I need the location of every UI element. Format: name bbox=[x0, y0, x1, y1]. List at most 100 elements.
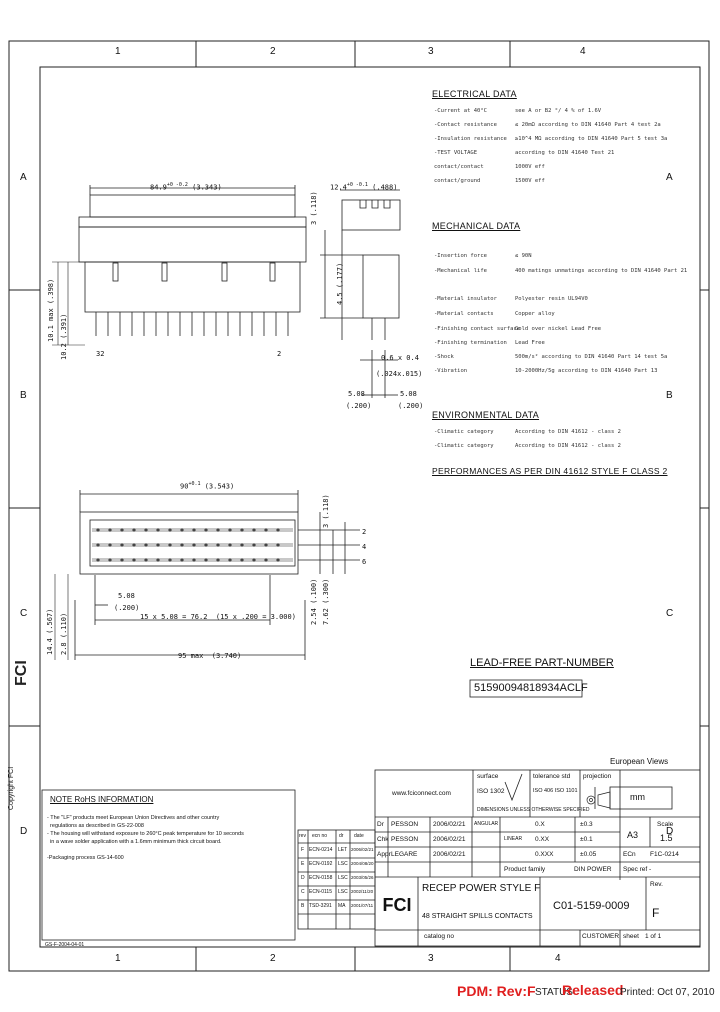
rohs-line bbox=[47, 846, 244, 854]
rohs-notes: - The "LF" products meet European Union … bbox=[47, 814, 244, 862]
grid-col-4-bottom: 4 bbox=[555, 953, 561, 964]
dim-bottom-pitch-in: (.200) bbox=[114, 604, 140, 612]
rev-cell: 2004/08/20 bbox=[351, 861, 374, 866]
spec-label: -Vibration bbox=[434, 368, 468, 374]
angular-label: ANGULAR bbox=[474, 821, 499, 827]
rev-cell: C bbox=[301, 889, 305, 895]
rev-cell: LSC bbox=[338, 861, 348, 867]
unit-label: mm bbox=[630, 792, 645, 802]
size-label: A3 bbox=[627, 830, 639, 840]
dim-left-h2: 10.2 (.391) bbox=[60, 313, 68, 360]
spec-value: According to DIN 41612 - class 2 bbox=[515, 429, 621, 435]
spec-value: see A or B2 °/ 4 % of 1.6V bbox=[515, 108, 602, 114]
spec-value: 1000V eff bbox=[515, 164, 545, 170]
rohs-line: in a wave solder application with a 1.6m… bbox=[47, 839, 222, 845]
grid-col-2-bottom: 2 bbox=[270, 953, 276, 964]
rev-cell: E bbox=[301, 861, 305, 867]
spec-label: contact/ground bbox=[434, 178, 481, 184]
status-value: Released bbox=[562, 982, 624, 998]
drawn-name: PESSON bbox=[391, 821, 419, 828]
scale-label: Scale bbox=[657, 821, 674, 828]
grid-row-d-right: D bbox=[666, 826, 674, 837]
drawn-label: Dr bbox=[377, 821, 384, 828]
rev-cell: D bbox=[301, 875, 305, 881]
spec-value: Lead Free bbox=[515, 340, 545, 346]
product-family-label: Product family bbox=[504, 866, 546, 873]
customer-label: CUSTOMER bbox=[582, 933, 620, 940]
spec-label: -Finishing contact surface bbox=[434, 326, 521, 332]
spec-value: ≥10^4 MΩ according to DIN 41640 Part 5 t… bbox=[515, 136, 668, 142]
pin-last-label: 2 bbox=[277, 350, 282, 358]
grid-col-3-bottom: 3 bbox=[428, 953, 434, 964]
row-label: 6 bbox=[362, 558, 367, 566]
spec-value: according to DIN 41640 Test 21 bbox=[515, 150, 615, 156]
rev-cell: LSC bbox=[338, 889, 348, 895]
grid-row-a-right: A bbox=[666, 172, 673, 183]
dim-bottom-pitch: 5.08 bbox=[118, 592, 135, 600]
rev-cell: LET bbox=[338, 847, 348, 853]
row-label: 4 bbox=[362, 543, 367, 551]
tol-x-val: ±0.3 bbox=[580, 821, 593, 828]
surface-label: surface bbox=[477, 773, 499, 780]
spec-label: -Finishing termination bbox=[434, 340, 507, 346]
tol-x: 0.X bbox=[535, 821, 545, 828]
spec-value: 1500V eff bbox=[515, 178, 545, 184]
grid-col-2-top: 2 bbox=[270, 46, 276, 57]
dim-pin-size: 0.6 x 0.4 bbox=[381, 354, 419, 362]
dim-left-vert-b: 2.8 (.110) bbox=[60, 612, 68, 655]
spec-label: -Current at 40°C bbox=[434, 108, 487, 114]
rev-cell: F bbox=[301, 847, 305, 853]
spec-label: -TEST VOLTAGE bbox=[434, 150, 478, 156]
surface-value: ISO 1302 bbox=[477, 788, 505, 795]
copyright-label: Copyright FCI bbox=[8, 766, 15, 810]
spec-value: Polyester resin UL94V0 bbox=[515, 296, 588, 302]
linear-label: LINEAR bbox=[504, 836, 523, 842]
ecn-label: ECn bbox=[623, 851, 636, 858]
check-date: 2006/02/21 bbox=[433, 836, 466, 843]
rev-cell: B bbox=[301, 903, 305, 909]
scale-value: 1.5 bbox=[660, 833, 673, 843]
part-number: C01-5159-0009 bbox=[553, 900, 630, 912]
rev-cell: ECN-0192 bbox=[309, 861, 333, 867]
spec-ref: Spec ref - bbox=[623, 866, 652, 873]
dim-pitch-a: 5.08 bbox=[348, 390, 365, 398]
sheet-label: sheet bbox=[623, 933, 639, 940]
grid-row-c-left: C bbox=[20, 608, 28, 619]
spec-label: -Shock bbox=[434, 354, 454, 360]
rev-cell: LSC bbox=[338, 875, 348, 881]
dim-right-h1: 3 (.118) bbox=[322, 494, 330, 528]
spec-value: 10-2000Hz/5g according to DIN 41640 Part… bbox=[515, 368, 658, 374]
rev-cell: ECN-0158 bbox=[309, 875, 333, 881]
bottom-code: GS-F-2004-04-01 bbox=[45, 942, 85, 948]
dim-pitch-b-in: (.200) bbox=[398, 402, 424, 410]
sheet-value: 1 of 1 bbox=[645, 933, 662, 940]
drawing-title-2: 48 STRAIGHT SPILLS CONTACTS bbox=[422, 913, 533, 920]
rev-head: date bbox=[354, 833, 364, 839]
rev-value: F bbox=[652, 906, 660, 920]
check-label: Chk bbox=[377, 836, 389, 843]
rev-cell: 2006/02/21 bbox=[351, 847, 374, 852]
fci-side-logo: FCI bbox=[13, 660, 30, 686]
row-label: 2 bbox=[362, 528, 367, 536]
spec-label: -Material insulator bbox=[434, 296, 497, 302]
spec-value: 500m/s² according to DIN 41640 Part 14 t… bbox=[515, 354, 668, 360]
grid-row-b-right: B bbox=[666, 390, 673, 401]
dim-bottom-span: 15 x 5.08 = 76.2 (15 x .200 = 3.000) bbox=[140, 613, 296, 621]
dim-pitch-b: 5.08 bbox=[400, 390, 417, 398]
dim-right-h3: 7.62 (.300) bbox=[322, 578, 330, 625]
rev-head: dr bbox=[339, 833, 344, 839]
dim-bottom-total: 95 max (3.740) bbox=[178, 652, 242, 660]
spec-label: -Climatic category bbox=[434, 429, 494, 435]
tol-xxx-val: ±0.05 bbox=[580, 851, 597, 858]
grid-row-b-left: B bbox=[20, 390, 27, 401]
spec-value: ≤ 90N bbox=[515, 253, 532, 259]
rohs-line: -Packaging process GS-14-600 bbox=[47, 855, 124, 861]
performance-note: PERFORMANCES AS PER DIN 41612 STYLE F CL… bbox=[432, 466, 668, 476]
rev-cell: ECN-0214 bbox=[309, 847, 333, 853]
spec-label: -Insertion force bbox=[434, 253, 487, 259]
rev-cell: ECN-0115 bbox=[309, 889, 332, 895]
dim-pitch-a-in: (.200) bbox=[346, 402, 372, 410]
projection-label: projection bbox=[583, 773, 612, 780]
grid-col-1-top: 1 bbox=[115, 46, 121, 57]
catalog-no: catalog no bbox=[424, 933, 454, 940]
